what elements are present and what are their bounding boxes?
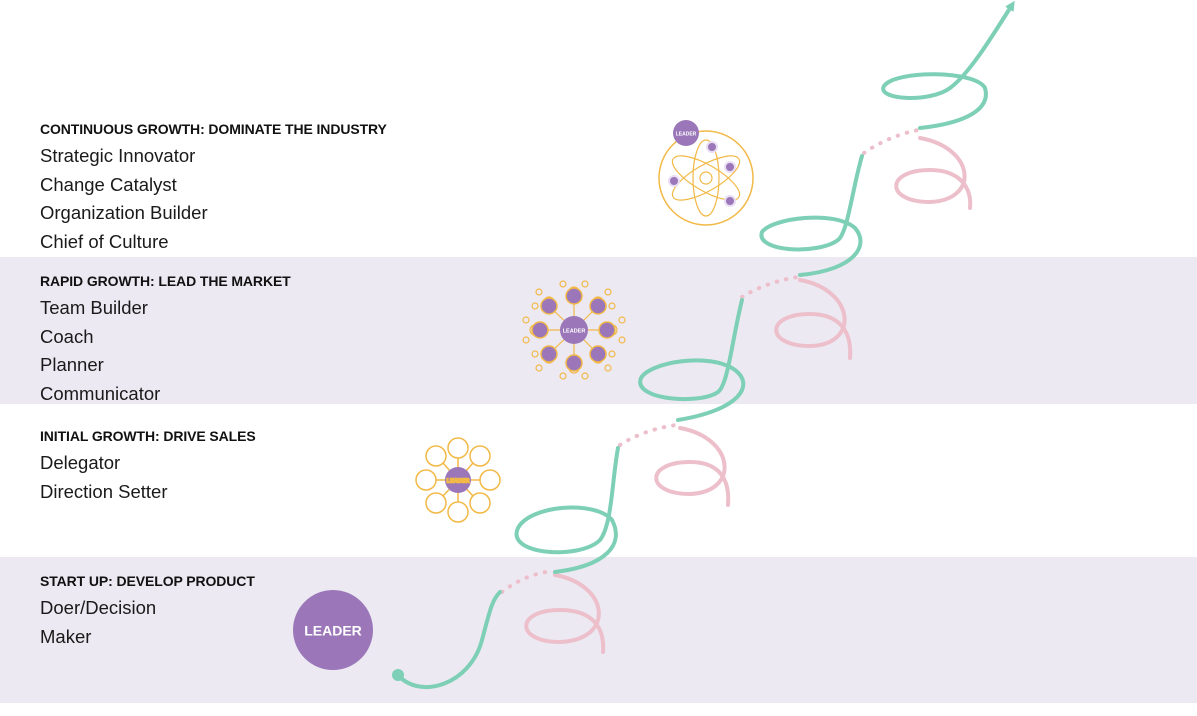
role-item: Doer/Decision [40, 597, 157, 618]
stage-title: INITIAL GROWTH: DRIVE SALES [40, 428, 256, 444]
rapid-team-network-icon: LEADER [522, 280, 626, 380]
atom-organization-icon: LEADER [658, 120, 754, 226]
growth-spiral-arrow-icon [396, 5, 1012, 690]
stage-title: RAPID GROWTH: LEAD THE MARKET [40, 273, 291, 289]
stage-initial-growth: INITIAL GROWTH: DRIVE SALES Delegator Di… [40, 427, 256, 506]
role-item: Organization Builder [40, 202, 208, 223]
spiral-start-dot [392, 669, 404, 681]
initial-team-network-icon: LEADER [415, 437, 501, 523]
role-item: Change Catalyst [40, 173, 177, 195]
role-item: Delegator [40, 452, 121, 473]
role-item: Planner [40, 354, 104, 375]
stage-title: START UP: DEVELOP PRODUCT [40, 573, 255, 589]
role-item: Strategic Innovator [40, 145, 196, 166]
role-item: Communicator [40, 382, 161, 404]
role-item: Maker [40, 625, 92, 647]
stage-title: CONTINUOUS GROWTH: DOMINATE THE INDUSTRY [40, 121, 387, 137]
svg-text:LEADER: LEADER [563, 328, 586, 334]
pink-dotted-connectors [500, 128, 920, 594]
stage-rapid-growth: RAPID GROWTH: LEAD THE MARKET Team Build… [40, 272, 291, 408]
svg-text:LEADER: LEADER [447, 478, 470, 484]
role-item: Team Builder [40, 297, 148, 318]
role-item: Direction Setter [40, 480, 168, 502]
role-item: Chief of Culture [40, 230, 169, 252]
svg-text:LEADER: LEADER [676, 131, 697, 137]
role-item: Coach [40, 325, 94, 347]
leader-circle-icon: LEADER [293, 590, 373, 670]
stage-start-up: START UP: DEVELOP PRODUCT Doer/Decision … [40, 572, 255, 651]
stage-continuous-growth: CONTINUOUS GROWTH: DOMINATE THE INDUSTRY… [40, 120, 387, 256]
svg-text:LEADER: LEADER [304, 623, 362, 639]
pink-shadow-loops [524, 136, 973, 654]
